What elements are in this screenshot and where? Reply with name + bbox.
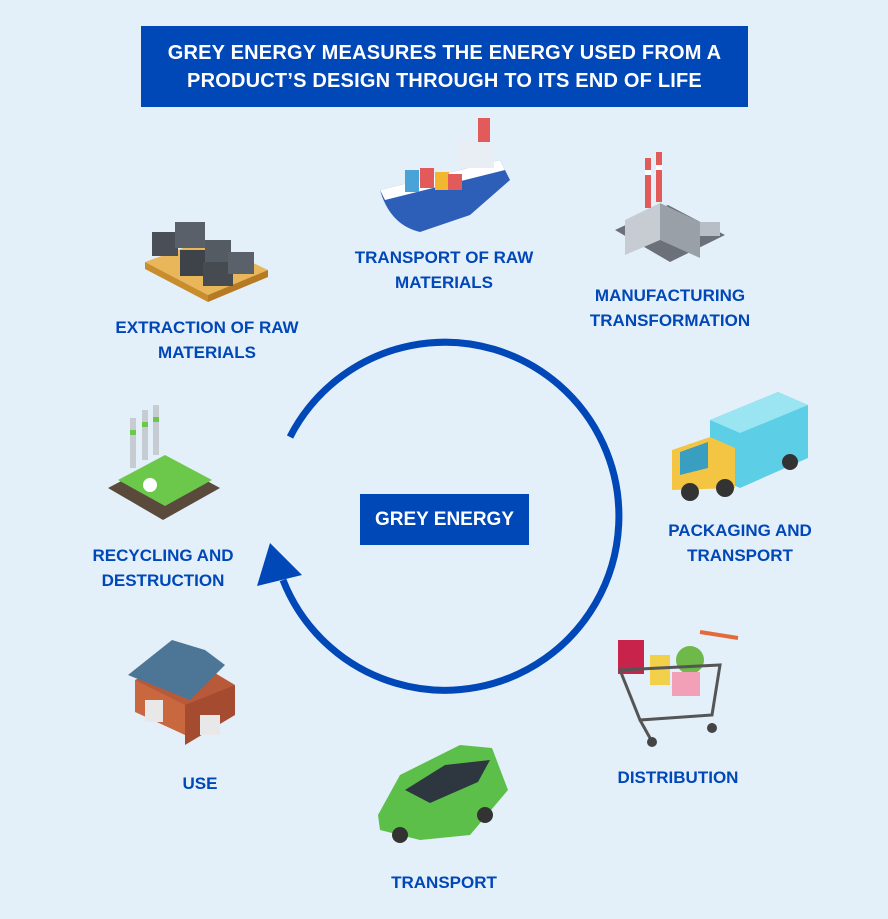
header-title-line2: PRODUCT’S DESIGN THROUGH TO ITS END OF L… bbox=[187, 69, 702, 92]
label-line: PACKAGING AND bbox=[668, 521, 812, 540]
center-label: GREY ENERGY bbox=[360, 494, 529, 545]
car-icon bbox=[378, 745, 508, 843]
raw-materials-pallet-icon bbox=[145, 222, 268, 302]
stage-label-use: USE bbox=[183, 771, 218, 796]
cargo-ship-icon bbox=[380, 118, 510, 232]
house-icon bbox=[128, 640, 235, 745]
label-line: USE bbox=[182, 774, 218, 793]
cycle-arrow-arc bbox=[279, 338, 623, 694]
label-line: TRANSPORT OF RAW bbox=[354, 248, 534, 267]
stage-label-packaging: PACKAGING AND TRANSPORT bbox=[668, 518, 812, 568]
label-line: DESTRUCTION bbox=[101, 571, 225, 590]
factory-icon bbox=[615, 152, 725, 262]
label-line: DISTRIBUTION bbox=[617, 768, 739, 787]
header-banner: GREY ENERGY MEASURES THE ENERGY USED FRO… bbox=[141, 26, 748, 107]
label-line: MANUFACTURING bbox=[594, 286, 746, 305]
label-line: TRANSPORT bbox=[391, 873, 497, 892]
stage-label-transport: TRANSPORT bbox=[391, 870, 497, 895]
stage-label-recycling: RECYCLING AND DESTRUCTION bbox=[92, 543, 233, 593]
header-title-line1: GREY ENERGY MEASURES THE ENERGY USED FRO… bbox=[167, 41, 722, 64]
shopping-cart-icon bbox=[617, 630, 739, 747]
label-line: MATERIALS bbox=[395, 273, 493, 292]
cycle-arrowhead-icon bbox=[257, 543, 302, 586]
label-line: EXTRACTION OF RAW bbox=[115, 318, 299, 337]
stage-label-transport-raw: TRANSPORT OF RAW MATERIALS bbox=[355, 245, 534, 295]
recycling-plant-icon bbox=[108, 405, 220, 520]
stage-label-distribution: DISTRIBUTION bbox=[618, 765, 739, 790]
label-line: TRANSPORT bbox=[687, 546, 793, 565]
label-line: RECYCLING AND bbox=[92, 546, 234, 565]
truck-icon bbox=[672, 392, 808, 501]
label-line: TRANSFORMATION bbox=[589, 311, 751, 330]
stage-label-extraction: EXTRACTION OF RAW MATERIALS bbox=[115, 315, 298, 365]
stage-label-manufacturing: MANUFACTURING TRANSFORMATION bbox=[590, 283, 750, 333]
label-line: MATERIALS bbox=[158, 343, 256, 362]
